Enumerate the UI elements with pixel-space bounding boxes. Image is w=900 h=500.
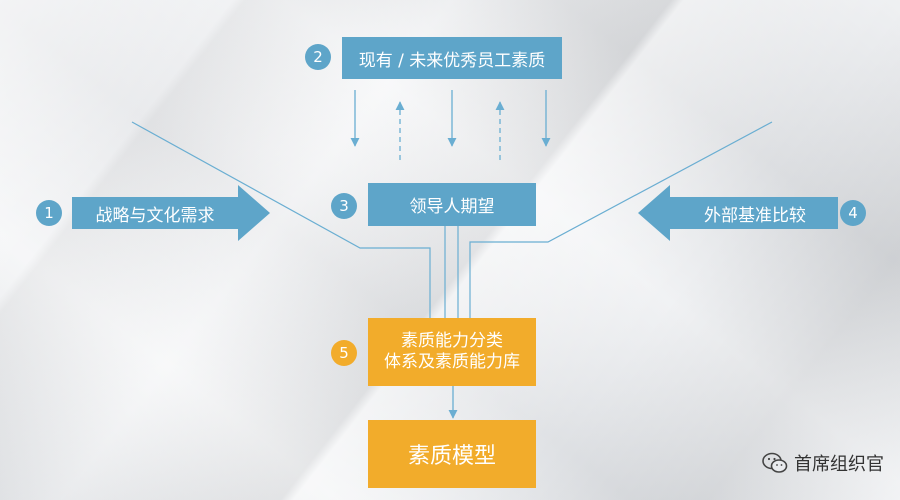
box-competency-model-label: 素质模型: [407, 444, 496, 469]
wechat-icon: [762, 452, 788, 473]
box-leader-expectations-label: 领导人期望: [409, 197, 495, 217]
step-4-badge: 4: [840, 200, 866, 226]
benchmark-label-box: 外部基准比较: [680, 197, 830, 229]
box-competency-library-line1: 素质能力分类: [401, 330, 503, 351]
box-competency-library: 素质能力分类 体系及素质能力库: [368, 318, 536, 386]
watermark: 首席组织官: [762, 450, 884, 476]
benchmark-label: 外部基准比较: [704, 205, 806, 226]
strategy-label: 战略与文化需求: [95, 205, 215, 226]
box-employee-qualities-label: 现有 / 未来优秀员工素质: [358, 50, 546, 71]
funnel-line-left: [131, 121, 431, 318]
box-competency-library-line2: 体系及素质能力库: [384, 352, 520, 372]
box-employee-qualities: 现有 / 未来优秀员工素质: [342, 37, 562, 79]
strategy-arrow: [72, 185, 270, 241]
benchmark-arrow: [638, 185, 838, 241]
step-5-badge: 5: [331, 340, 357, 366]
box-competency-model: 素质模型: [368, 420, 536, 488]
step-3-badge: 3: [331, 193, 357, 219]
step-1-badge: 1: [36, 200, 62, 226]
box-leader-expectations: 领导人期望: [368, 183, 536, 226]
strategy-label-box: 战略与文化需求: [80, 197, 230, 229]
funnel-line-right: [469, 121, 773, 318]
watermark-text: 首席组织官: [794, 454, 884, 475]
step-2-badge: 2: [305, 44, 331, 70]
